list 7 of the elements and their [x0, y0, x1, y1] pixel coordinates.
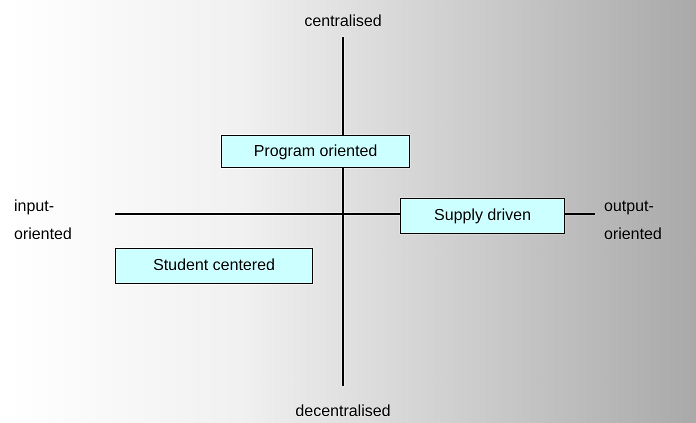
axis-label: centralised	[303, 12, 383, 32]
quadrant-box: Program oriented	[221, 135, 410, 168]
axis-label: output-oriented	[604, 197, 663, 245]
axis-label: input-oriented	[14, 197, 73, 245]
quadrant-box: Student centered	[115, 248, 313, 284]
axis-label: decentralised	[294, 402, 392, 422]
quadrant-box: Supply driven	[400, 198, 565, 234]
